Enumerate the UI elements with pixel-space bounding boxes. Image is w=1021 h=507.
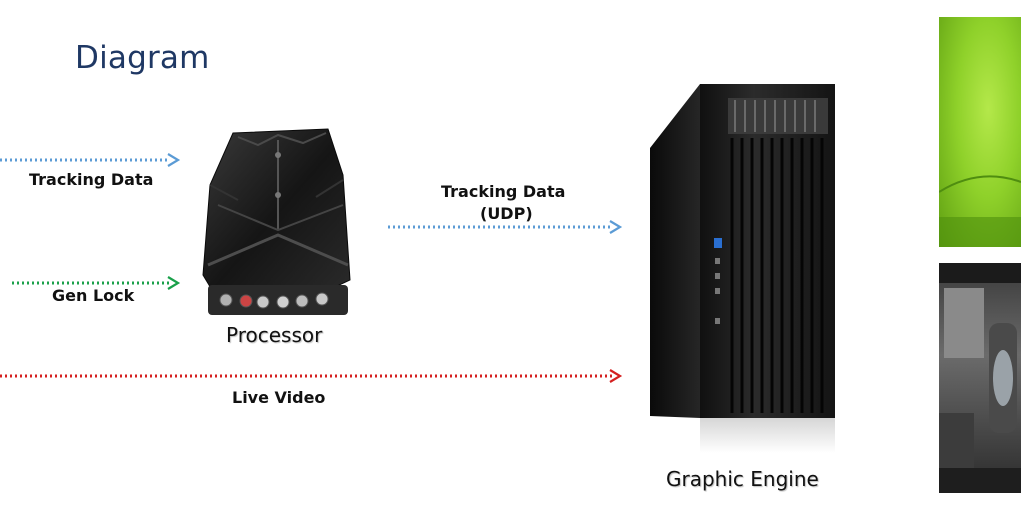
page-title: Diagram — [75, 40, 210, 76]
live-video-arrow — [0, 369, 623, 383]
green-screen-thumbnail — [939, 17, 1021, 247]
virtual-scene-thumbnail — [939, 263, 1021, 493]
tracking-data-label: Tracking Data — [29, 170, 154, 189]
tracking-udp-arrow — [388, 220, 623, 234]
graphic-engine-image — [650, 84, 835, 453]
live-video-label: Live Video — [232, 388, 326, 407]
processor-image — [202, 128, 351, 315]
tracking-udp-label-line2: (UDP) — [480, 204, 533, 223]
graphic-engine-caption: Graphic Engine — [666, 467, 819, 491]
processor-caption: Processor — [226, 323, 323, 347]
gen-lock-arrow — [12, 276, 181, 290]
tracking-data-arrow — [0, 153, 181, 167]
gen-lock-label: Gen Lock — [52, 286, 135, 305]
tracking-udp-label-line1: Tracking Data — [441, 182, 566, 201]
